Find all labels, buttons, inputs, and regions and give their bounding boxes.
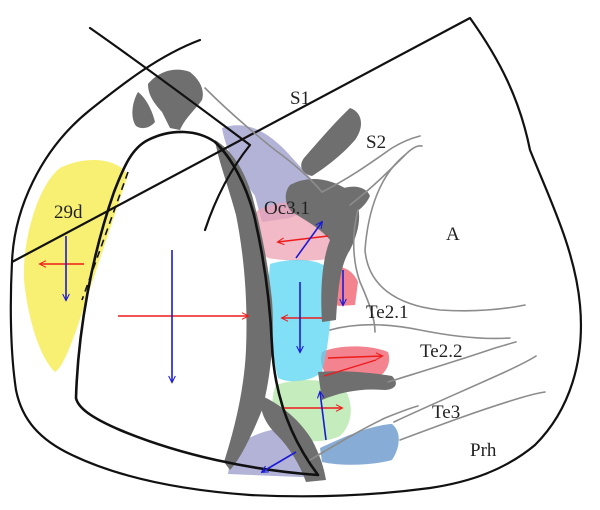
dark-patch-lower bbox=[318, 371, 396, 400]
dark-patch-central bbox=[215, 140, 273, 470]
arrow-oc31-horizontal bbox=[278, 235, 329, 242]
border-s2-upper bbox=[321, 135, 421, 193]
dark-patch-left bbox=[132, 92, 155, 129]
arrow-bottom-diagonal bbox=[262, 451, 297, 472]
region-29d bbox=[23, 159, 129, 372]
brain-outline bbox=[9, 16, 582, 498]
arrow-oc31-diagonal bbox=[295, 222, 322, 259]
border-s1 bbox=[204, 87, 323, 193]
dashed-border-29d bbox=[81, 171, 129, 301]
label-s2: S2 bbox=[366, 132, 386, 153]
label-s1: S1 bbox=[290, 88, 310, 109]
dark-patch-s2 bbox=[301, 108, 362, 176]
inner-outline bbox=[74, 130, 320, 477]
arrow-green-vertical bbox=[320, 392, 327, 441]
arrow-te22-diagonal bbox=[323, 359, 377, 377]
border-te3 bbox=[393, 355, 537, 423]
border-oc-te bbox=[352, 209, 376, 333]
label-a: A bbox=[446, 224, 460, 245]
label-oc31: Oc3.1 bbox=[264, 198, 310, 219]
region-steelblue bbox=[320, 424, 399, 465]
border-a bbox=[364, 154, 526, 312]
dark-patch-mid bbox=[285, 178, 360, 322]
label-te21: Te2.1 bbox=[366, 302, 408, 323]
border-te22 bbox=[387, 341, 517, 383]
label-te22: Te2.2 bbox=[420, 341, 462, 362]
dark-patch-right bbox=[338, 186, 370, 215]
border-bottom bbox=[309, 405, 419, 461]
label-29d: 29d bbox=[54, 202, 83, 223]
arrow-te22-horizontal bbox=[327, 356, 382, 358]
label-te3: Te3 bbox=[432, 402, 460, 423]
dark-patch-top bbox=[148, 69, 203, 130]
label-prh: Prh bbox=[470, 440, 497, 461]
border-prh bbox=[399, 391, 546, 441]
border-te21 bbox=[329, 323, 511, 340]
